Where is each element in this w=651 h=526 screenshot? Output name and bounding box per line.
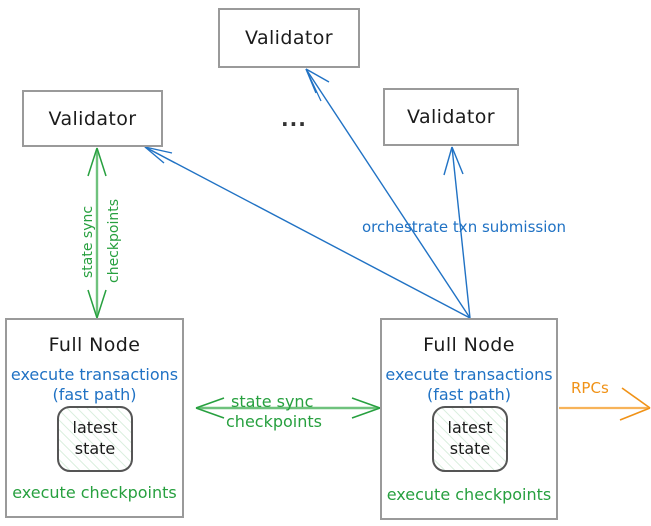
- validators-ellipsis: ...: [281, 107, 307, 131]
- latest-state-line2: state: [449, 439, 491, 458]
- state-sync-vertical-label-line2: checkpoints: [106, 199, 122, 283]
- latest-state-store[interactable]: latest state: [57, 406, 133, 472]
- validator-label: Validator: [48, 107, 137, 130]
- execute-transactions-line1: execute transactions: [385, 365, 553, 384]
- validator-label: Validator: [407, 106, 495, 128]
- latest-state-store[interactable]: latest state: [432, 406, 508, 472]
- latest-state-line2: state: [74, 439, 116, 458]
- rpcs-label: RPCs: [571, 379, 609, 397]
- full-node-execute-checkpoints: execute checkpoints: [386, 485, 552, 504]
- execute-transactions-line2: (fast path): [427, 385, 511, 404]
- latest-state-line1: latest: [72, 418, 118, 438]
- edge-orchestrate-to-validator-top-center: [305, 68, 471, 319]
- full-node-execute-transactions: execute transactions (fast path): [385, 365, 552, 405]
- validator-label: Validator: [245, 27, 333, 49]
- validator-left[interactable]: Validator: [22, 90, 163, 147]
- full-node-execute-transactions: execute transactions (fast path): [11, 365, 178, 405]
- edge-state-sync-vertical: [87, 147, 107, 319]
- execute-transactions-line2: (fast path): [52, 385, 137, 404]
- edge-state-sync-horizontal: [195, 397, 381, 419]
- edge-rpcs: [559, 387, 651, 421]
- full-node-right[interactable]: Full Node execute transactions (fast pat…: [380, 318, 558, 520]
- edge-orchestrate-to-validator-left: [144, 146, 471, 319]
- full-node-title: Full Node: [48, 334, 141, 356]
- orchestrate-txn-submission-label: orchestrate txn submission: [362, 218, 567, 236]
- validator-right[interactable]: Validator: [383, 88, 519, 146]
- state-sync-center-label-line2: checkpoints: [226, 412, 322, 431]
- full-node-left[interactable]: Full Node execute transactions (fast pat…: [5, 318, 184, 518]
- state-sync-vertical-label-line1: state sync: [80, 205, 96, 278]
- edge-orchestrate-to-validator-right: [443, 146, 471, 319]
- state-sync-center-label-line1: state sync: [231, 392, 314, 411]
- validator-top-center[interactable]: Validator: [218, 8, 360, 68]
- full-node-title: Full Node: [423, 334, 515, 356]
- latest-state-line1: latest: [447, 418, 493, 438]
- execute-transactions-line1: execute transactions: [10, 365, 179, 384]
- full-node-execute-checkpoints: execute checkpoints: [12, 483, 177, 502]
